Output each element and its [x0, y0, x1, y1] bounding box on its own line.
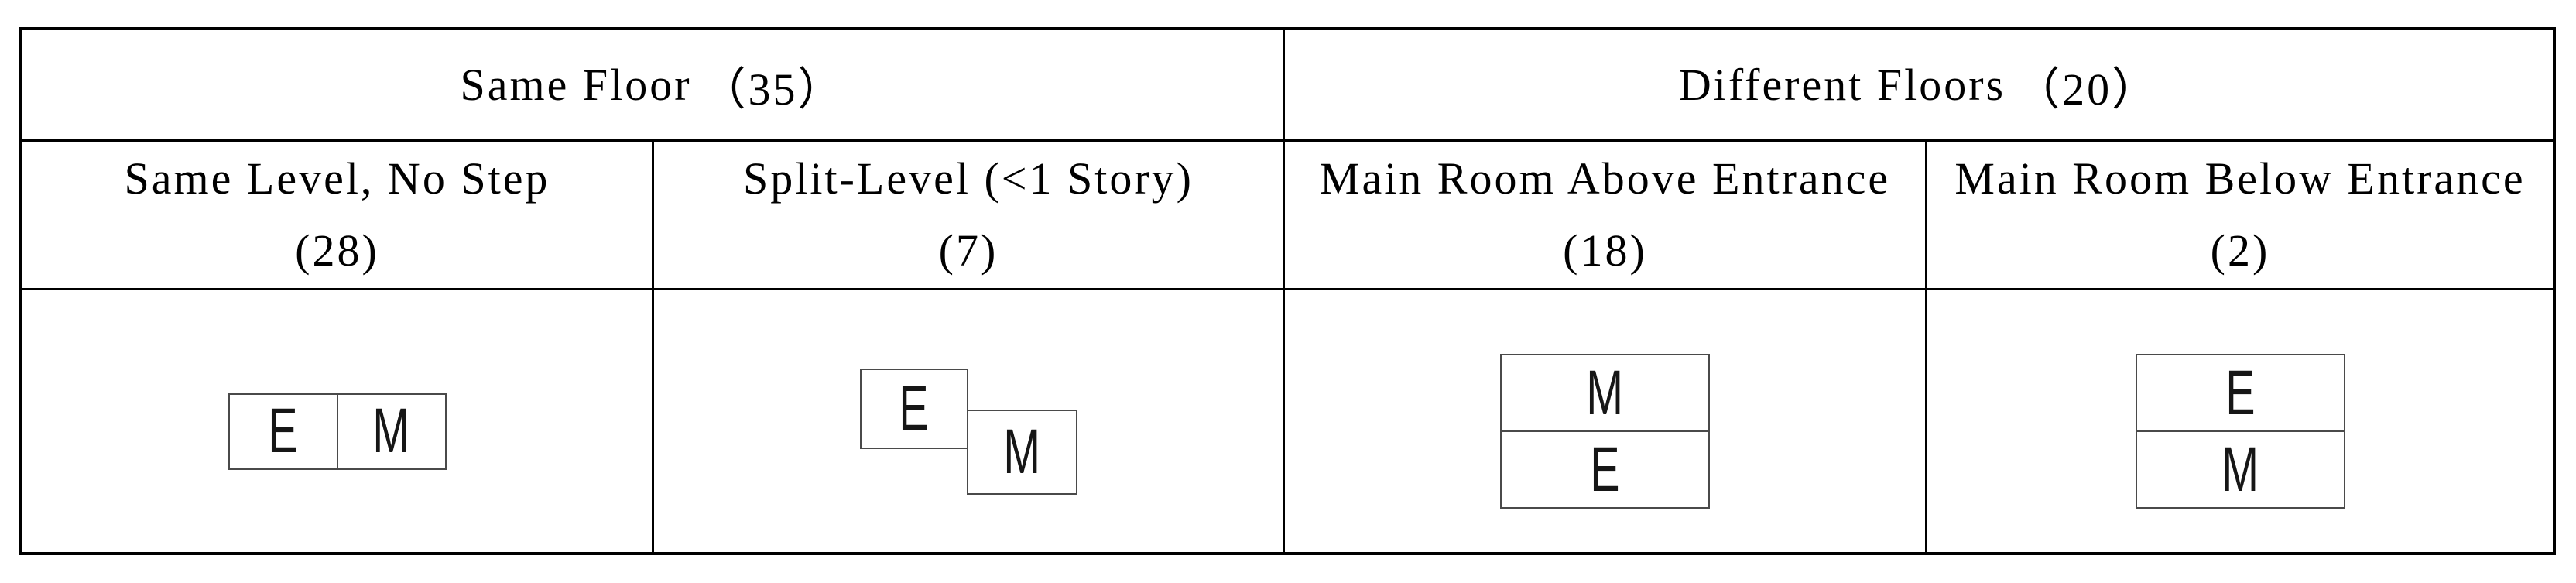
subheader-split-level: Split-Level (<1 Story) (7) — [654, 142, 1285, 290]
subheader-label: Split-Level (<1 Story) — [743, 153, 1194, 204]
diagram-side-by-side: E M — [228, 393, 447, 470]
diagram-stacked-m-over-e: M E — [1500, 354, 1710, 509]
group-header-different-floors: Different Floors （20） — [1285, 30, 2553, 142]
subheader-label: Main Room Above Entrance — [1319, 153, 1891, 204]
room-letter: E — [2225, 357, 2256, 428]
room-letter: E — [268, 396, 298, 466]
subheader-main-room-above-entrance: Main Room Above Entrance (18) — [1285, 142, 1927, 290]
room-box-m: M — [2136, 430, 2344, 507]
diagram-split-level: E M — [859, 368, 1077, 495]
subheader-count: (28) — [295, 225, 379, 276]
diagram-cell-main-above: M E — [1285, 290, 1927, 552]
room-box-e: E — [1502, 430, 1708, 507]
diagram-stacked-e-over-m: E M — [2135, 354, 2345, 509]
room-box-m: M — [966, 409, 1077, 495]
room-letter: M — [372, 396, 410, 466]
room-letter: M — [2221, 434, 2259, 505]
group-header-same-floor: Same Floor （35） — [22, 30, 1285, 142]
diagram-cell-same-level: E M — [22, 290, 654, 552]
subheader-main-room-below-entrance: Main Room Below Entrance (2) — [1927, 142, 2553, 290]
room-box-e: E — [859, 368, 968, 449]
room-letter: M — [1003, 416, 1040, 487]
classification-table: Same Floor （35） Different Floors （20） Sa… — [19, 27, 2556, 555]
subheader-label: Same Level, No Step — [124, 153, 550, 204]
room-letter: E — [899, 372, 929, 444]
room-letter: E — [1590, 434, 1620, 505]
subheader-count: (2) — [2210, 225, 2270, 276]
subheader-label: Main Room Below Entrance — [1954, 153, 2526, 204]
group-header-label: Different Floors — [1678, 60, 2006, 110]
diagram-cell-split-level: E M — [654, 290, 1285, 552]
room-box-e: E — [2137, 355, 2344, 430]
room-box-m: M — [336, 394, 445, 468]
group-header-count: （20） — [2015, 63, 2160, 115]
diagram-cell-main-below: E M — [1927, 290, 2553, 552]
subheader-count: (7) — [938, 225, 999, 276]
room-box-m: M — [1502, 355, 1708, 430]
group-header-label: Same Floor — [460, 60, 692, 110]
room-box-e: E — [230, 395, 337, 468]
room-letter: M — [1586, 357, 1624, 428]
group-header-count: （35） — [701, 63, 845, 115]
subheader-same-level-no-step: Same Level, No Step (28) — [22, 142, 654, 290]
subheader-count: (18) — [1563, 225, 1647, 276]
